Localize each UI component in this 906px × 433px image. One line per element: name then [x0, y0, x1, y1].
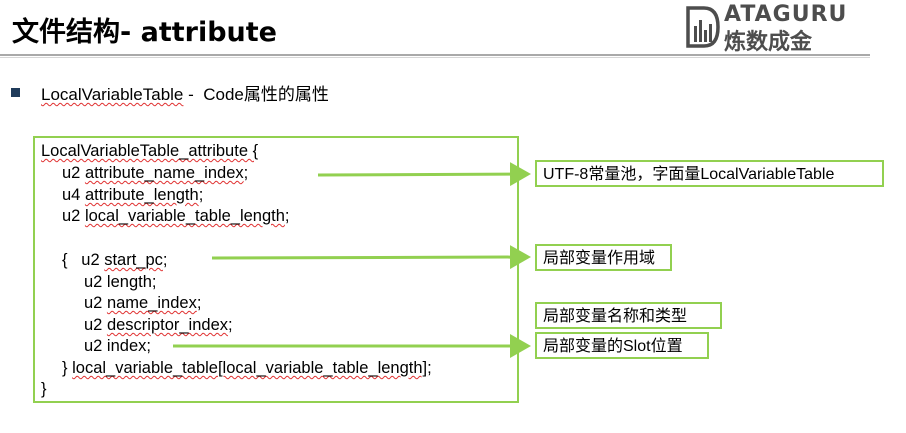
- code-type: u2: [84, 316, 107, 334]
- bullet-term: LocalVariableTable: [41, 85, 184, 104]
- code-line-descriptor-index: u2 descriptor_index;: [84, 315, 233, 335]
- bullet-square-icon: [11, 88, 20, 97]
- code-semicolon: ;: [243, 164, 249, 182]
- code-line-attribute-name-index: u2 attribute_name_index;: [62, 163, 248, 183]
- code-struct-name: LocalVariableTable_attribute {: [41, 142, 259, 160]
- logo-chinese-name: 炼数成金: [724, 30, 813, 55]
- code-line-start-pc: { u2 start_pc;: [62, 250, 168, 270]
- code-field: name_index: [106, 294, 197, 312]
- note-slot-position: 局部变量的Slot位置: [535, 332, 709, 359]
- code-brace-type: { u2: [62, 251, 105, 269]
- arrow-attribute-name-index: [317, 162, 531, 187]
- code-block: [33, 136, 519, 403]
- bullet-description: Code属性的属性: [203, 85, 329, 104]
- code-field: start_pc: [104, 251, 163, 269]
- code-type: u2: [84, 294, 107, 312]
- note-scope: 局部变量作用域: [535, 244, 672, 271]
- code-field: attribute_length: [84, 186, 199, 204]
- code-semicolon: ;: [196, 294, 202, 312]
- code-semicolon: ;: [198, 186, 204, 204]
- page-title: 文件结构- attribute: [12, 17, 277, 48]
- code-field: attribute_name_index: [84, 164, 244, 182]
- code-semicolon: ;: [228, 316, 233, 334]
- arrow-start-pc: [211, 245, 531, 270]
- code-line-table-length: u2 local_variable_table_length;: [62, 206, 290, 226]
- code-line-index: u2 index;: [84, 337, 151, 355]
- bullet-separator: -: [183, 85, 204, 104]
- code-line-struct-close: }: [41, 380, 47, 398]
- code-field: descriptor_index: [106, 316, 229, 334]
- code-type: u2: [62, 207, 85, 225]
- header-divider: [0, 54, 870, 56]
- code-line-length: u2 length;: [84, 273, 157, 291]
- ataguru-logo: ATAGURU 炼数成金: [686, 2, 862, 55]
- code-type: u4: [62, 186, 85, 204]
- code-brace: }: [62, 359, 73, 377]
- bullet-item: LocalVariableTable - Code属性的属性: [41, 80, 329, 105]
- logo-mark-icon: [686, 6, 720, 48]
- code-line-table-array: } local_variable_table[local_variable_ta…: [62, 358, 432, 378]
- note-utf8-constant: UTF-8常量池，字面量LocalVariableTable: [535, 160, 884, 187]
- code-line-attribute-length: u4 attribute_length;: [62, 185, 203, 205]
- code-semicolon: ;: [284, 207, 290, 225]
- code-type: u2: [62, 164, 85, 182]
- code-field: local_variable_table[local_variable_tabl…: [72, 359, 428, 377]
- header-divider-light: [0, 57, 870, 58]
- code-semicolon: ;: [427, 359, 432, 377]
- code-semicolon: ;: [162, 251, 168, 269]
- code-field: local_variable_table_length: [84, 207, 285, 225]
- code-line-name-index: u2 name_index;: [84, 293, 201, 313]
- note-name-type: 局部变量名称和类型: [535, 302, 722, 329]
- logo-wordmark: ATAGURU: [724, 2, 848, 27]
- code-line-struct-open: LocalVariableTable_attribute {: [41, 141, 258, 161]
